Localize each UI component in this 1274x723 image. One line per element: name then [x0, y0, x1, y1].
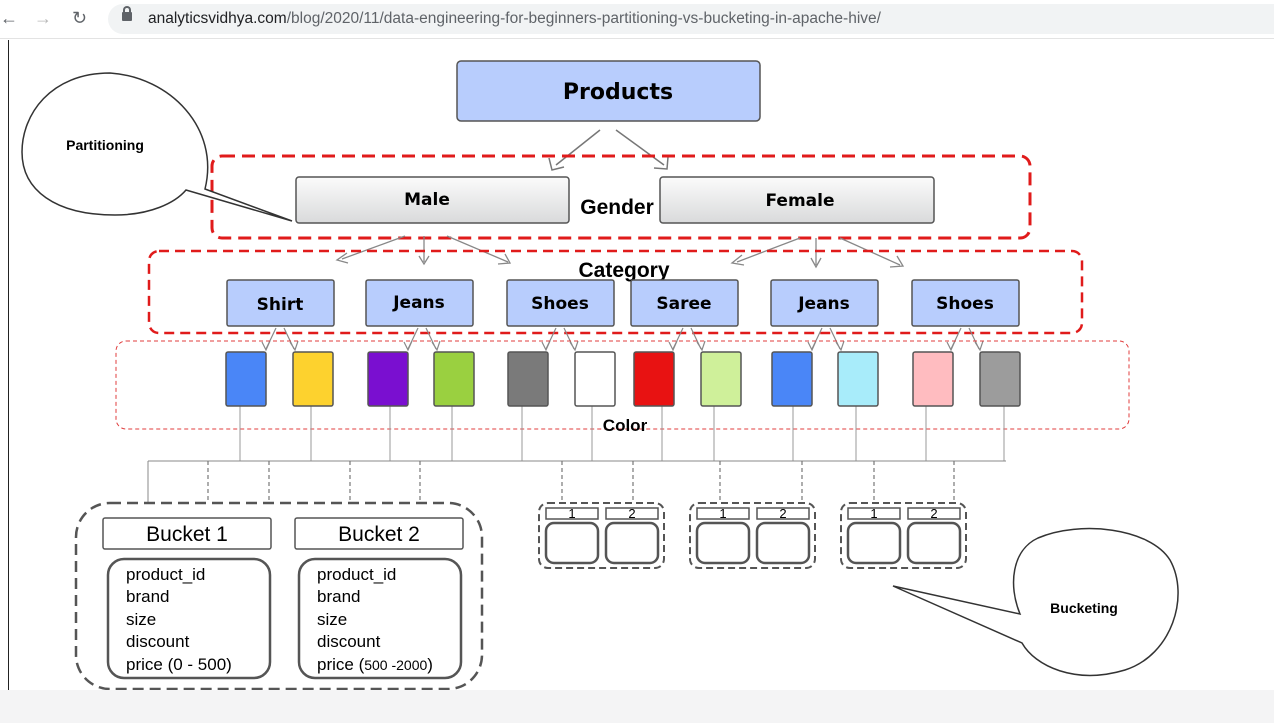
category-label-saree: Saree [656, 294, 711, 314]
mini-bucket-number: 2 [779, 506, 786, 521]
mini-bucket-body [544, 521, 600, 565]
partitioning-callout [21, 72, 293, 222]
bucket-1-field: discount [126, 632, 190, 651]
category-arrows [261, 327, 984, 352]
category-box [630, 279, 739, 327]
page-left-border [8, 40, 9, 690]
color-swatch [979, 351, 1021, 407]
bucket-1-field: size [126, 610, 156, 629]
mini-bucket-header [907, 507, 961, 520]
female-box [659, 176, 935, 224]
bucket-1-header [102, 517, 272, 550]
category-label-shirt: Shirt [257, 295, 304, 315]
bucket-2-price: price (500 -2000) [317, 655, 433, 674]
color-swatch [912, 351, 954, 407]
bucket-2-body [297, 557, 463, 680]
mini-bucket-number: 1 [568, 506, 575, 521]
color-swatch [507, 351, 549, 407]
color-swatches [225, 351, 1021, 407]
mini-bucket-header [696, 507, 750, 520]
category-box [226, 279, 335, 327]
url-path: /blog/2020/11/data-engineering-for-begin… [286, 10, 881, 27]
color-swatch [292, 351, 334, 407]
browser-toolbar: ← → ↻ analyticsvidhya.com/blog/2020/11/d… [0, 0, 1274, 39]
mini-bucket-number: 2 [930, 506, 937, 521]
bucket-2-header [294, 517, 464, 550]
category-boxes: Shirt Jeans Shoes Saree Jeans Shoes [226, 279, 1020, 327]
products-box [456, 60, 761, 122]
mini-bucket-body [846, 521, 902, 565]
bucket-2-field: discount [317, 632, 381, 651]
bucket-1-field: product_id [126, 565, 205, 584]
mini-bucket-body [906, 521, 962, 565]
address-bar[interactable]: analyticsvidhya.com/blog/2020/11/data-en… [108, 4, 1274, 34]
url-host: analyticsvidhya.com [148, 10, 287, 27]
mini-bucket-body [755, 521, 811, 565]
products-arrows [548, 129, 669, 171]
article-text-strip [0, 690, 1274, 723]
mini-bucket-group-border [538, 502, 665, 569]
mini-bucket-groups: 1 2 1 2 1 2 [538, 502, 967, 569]
category-box [770, 279, 879, 327]
bucket-2-field: size [317, 610, 347, 629]
gender-label: Gender [580, 196, 654, 219]
back-arrow-icon[interactable]: ← [0, 8, 18, 28]
mini-bucket-body [695, 521, 751, 565]
color-swatch [771, 351, 813, 407]
mini-bucket-header [756, 507, 810, 520]
color-swatch [367, 351, 409, 407]
bucket-group-border [74, 501, 484, 690]
color-swatch [837, 351, 879, 407]
mini-bucket-number: 1 [870, 506, 877, 521]
partitioning-bucketing-diagram: Products Male Female Gender Category Shi… [21, 60, 1179, 690]
bucketing-callout [892, 527, 1179, 677]
products-label: Products [563, 80, 673, 105]
male-label: Male [404, 190, 450, 210]
color-swatch [574, 351, 616, 407]
mini-bucket-number: 1 [719, 506, 726, 521]
reload-icon[interactable]: ↻ [72, 8, 88, 28]
category-label: Category [578, 259, 669, 282]
bucket-1-field: brand [126, 587, 169, 606]
mini-bucket-header [605, 507, 659, 520]
bucket-1-price: price (0 - 500) [126, 655, 232, 674]
female-label: Female [766, 191, 835, 211]
male-box [295, 176, 570, 224]
color-swatch [433, 351, 475, 407]
color-swatch [225, 351, 267, 407]
forward-arrow-icon[interactable]: → [34, 8, 52, 28]
partitioning-callout-text: Partitioning [66, 137, 144, 153]
category-partition-border [147, 249, 1084, 335]
mini-bucket-header [545, 507, 599, 520]
mini-bucket-header [847, 507, 901, 520]
mini-bucket-body [604, 521, 660, 565]
mini-bucket-group-border [840, 502, 967, 569]
category-label-jeans: Jeans [392, 293, 445, 313]
bucket-2-field: product_id [317, 565, 396, 584]
category-box [506, 279, 615, 327]
bucket-connector-lines [207, 461, 955, 502]
bucketing-callout-text: Bucketing [1050, 600, 1118, 616]
category-box [911, 279, 1020, 327]
category-label-shoes-2: Shoes [936, 294, 994, 314]
color-swatch [633, 351, 675, 407]
category-label-jeans-2: Jeans [797, 294, 850, 314]
color-swatch [700, 351, 742, 407]
mini-bucket-number: 2 [628, 506, 635, 521]
category-box [365, 279, 474, 327]
bucket-1-body [106, 557, 272, 680]
category-label-shoes: Shoes [531, 294, 589, 314]
url-text[interactable]: analyticsvidhya.com/blog/2020/11/data-en… [148, 10, 881, 28]
color-label: Color [603, 416, 648, 435]
gender-partition-border [210, 154, 1032, 240]
bucket-2-title: Bucket 2 [338, 523, 420, 546]
bucket-1-title: Bucket 1 [146, 523, 228, 546]
bucket-2-field: brand [317, 587, 360, 606]
mini-bucket-group-border [689, 502, 816, 569]
color-connector-lines [147, 406, 1006, 502]
lock-icon [122, 6, 132, 21]
